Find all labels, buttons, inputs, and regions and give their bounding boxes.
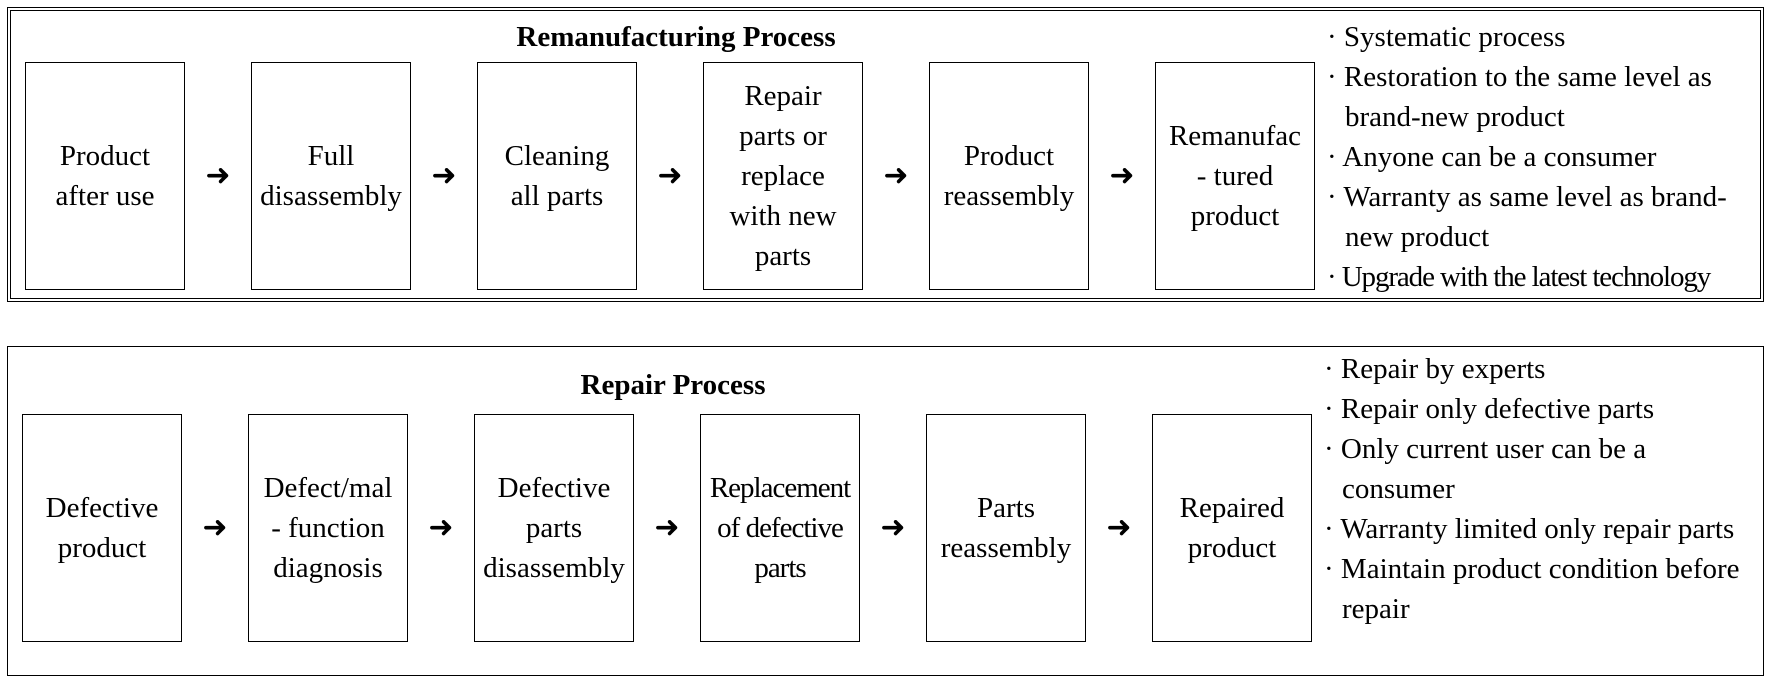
- remanufacturing-panel: Remanufacturing Process Product after us…: [7, 7, 1764, 302]
- arrow-right-icon: ➜: [428, 510, 454, 545]
- arrow-right-icon: ➜: [880, 510, 906, 545]
- reman-note: · Restoration to the same level as brand…: [1327, 61, 1712, 133]
- repair-note: · Only current user can be a consumer: [1324, 433, 1647, 505]
- arrow-right-icon: ➜: [654, 510, 680, 545]
- reman-step-full-disassembly: Full disassembly: [251, 62, 411, 290]
- reman-step-remanufactured-product: Remanufac - tured product: [1155, 62, 1315, 290]
- arrow-right-icon: ➜: [883, 158, 909, 193]
- repair-panel: Repair Process Defective product ➜ Defec…: [7, 346, 1764, 676]
- arrow-right-icon: ➜: [202, 510, 228, 545]
- repair-note: · Repair by experts: [1324, 353, 1546, 385]
- arrow-right-icon: ➜: [1106, 510, 1132, 545]
- remanufacturing-flow: Product after use ➜ Full disassembly ➜ C…: [11, 11, 1341, 298]
- repair-step-defective-product: Defective product: [22, 414, 182, 642]
- arrow-right-icon: ➜: [431, 158, 457, 193]
- reman-note: · Upgrade with the latest technology: [1327, 261, 1711, 293]
- repair-step-repaired-product: Repaired product: [1152, 414, 1312, 642]
- reman-note: · Warranty as same level as brand-new pr…: [1327, 181, 1727, 253]
- repair-title: Repair Process: [580, 369, 766, 401]
- repair-note: · Warranty limited only repair parts: [1324, 513, 1735, 545]
- repair-step-parts-reassembly: Parts reassembly: [926, 414, 1086, 642]
- reman-note: · Systematic process: [1327, 21, 1566, 53]
- repair-note: · Repair only defective parts: [1324, 393, 1655, 425]
- repair-step-malfunction-diagnosis: Defect/mal - function diagnosis: [248, 414, 408, 642]
- repair-note: · Maintain product condition before repa…: [1324, 553, 1740, 625]
- repair-notes: · Repair by experts · Repair only defect…: [1324, 349, 1759, 629]
- remanufacturing-notes: · Systematic process · Restoration to th…: [1327, 17, 1756, 297]
- arrow-right-icon: ➜: [1109, 158, 1135, 193]
- reman-step-cleaning-all-parts: Cleaning all parts: [477, 62, 637, 290]
- repair-step-defective-parts-disassembly: Defective parts disassembly: [474, 414, 634, 642]
- reman-step-product-reassembly: Product reassembly: [929, 62, 1089, 290]
- remanufacturing-title: Remanufacturing Process: [516, 21, 836, 53]
- repair-flow: Defective product ➜ Defect/mal - functio…: [8, 347, 1338, 675]
- arrow-right-icon: ➜: [657, 158, 683, 193]
- arrow-right-icon: ➜: [205, 158, 231, 193]
- repair-step-replacement-of-defective-parts: Replacement of defective parts: [700, 414, 860, 642]
- reman-step-product-after-use: Product after use: [25, 62, 185, 290]
- reman-step-repair-or-replace-parts: Repair parts or replace with new parts: [703, 62, 863, 290]
- reman-note: · Anyone can be a consumer: [1327, 141, 1657, 173]
